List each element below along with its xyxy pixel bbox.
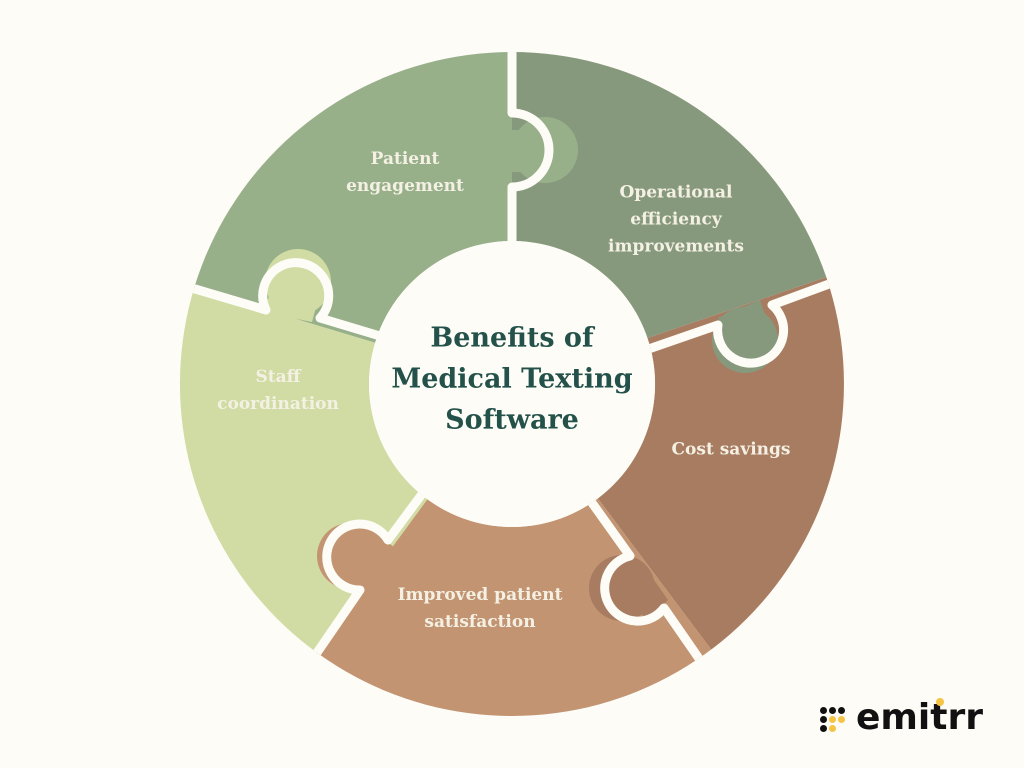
label-operational-efficiency: Operational efficiency improvements (608, 180, 744, 261)
logo-accent-dot (936, 698, 944, 706)
label-line: improvements (608, 236, 744, 257)
logo-dots-icon (820, 704, 848, 732)
label-line: Staff (255, 367, 301, 387)
title-line-2: Medical Texting (391, 363, 633, 395)
label-line: Patient (370, 149, 440, 169)
label-line: Cost savings (671, 439, 791, 460)
label-line: satisfaction (424, 612, 536, 632)
label-line: Operational (619, 182, 733, 203)
label-line: coordination (217, 394, 339, 414)
logo-wordmark: emitrr (856, 697, 983, 738)
title-line-3: Software (445, 404, 579, 436)
segment-operational-efficiency (512, 52, 844, 384)
label-line: efficiency (630, 209, 722, 230)
page-title: Benefits of Medical Texting Software (391, 318, 632, 441)
label-patient-engagement: Patient engagement (346, 146, 464, 200)
segment-improved-patient-satisfaction (230, 384, 800, 717)
title-line-1: Benefits of (430, 322, 594, 354)
label-cost-savings: Cost savings (672, 437, 791, 464)
label-improved-patient-satisfaction: Improved patient satisfaction (398, 582, 563, 636)
emitrr-logo: emitrr (820, 698, 983, 738)
label-line: engagement (346, 176, 464, 196)
segment-patient-engagement (179, 52, 512, 384)
center-circle (369, 241, 655, 527)
label-line: Improved patient (397, 585, 563, 605)
label-staff-coordination: Staff coordination (217, 364, 339, 418)
logo-text: emitrr (856, 698, 983, 738)
